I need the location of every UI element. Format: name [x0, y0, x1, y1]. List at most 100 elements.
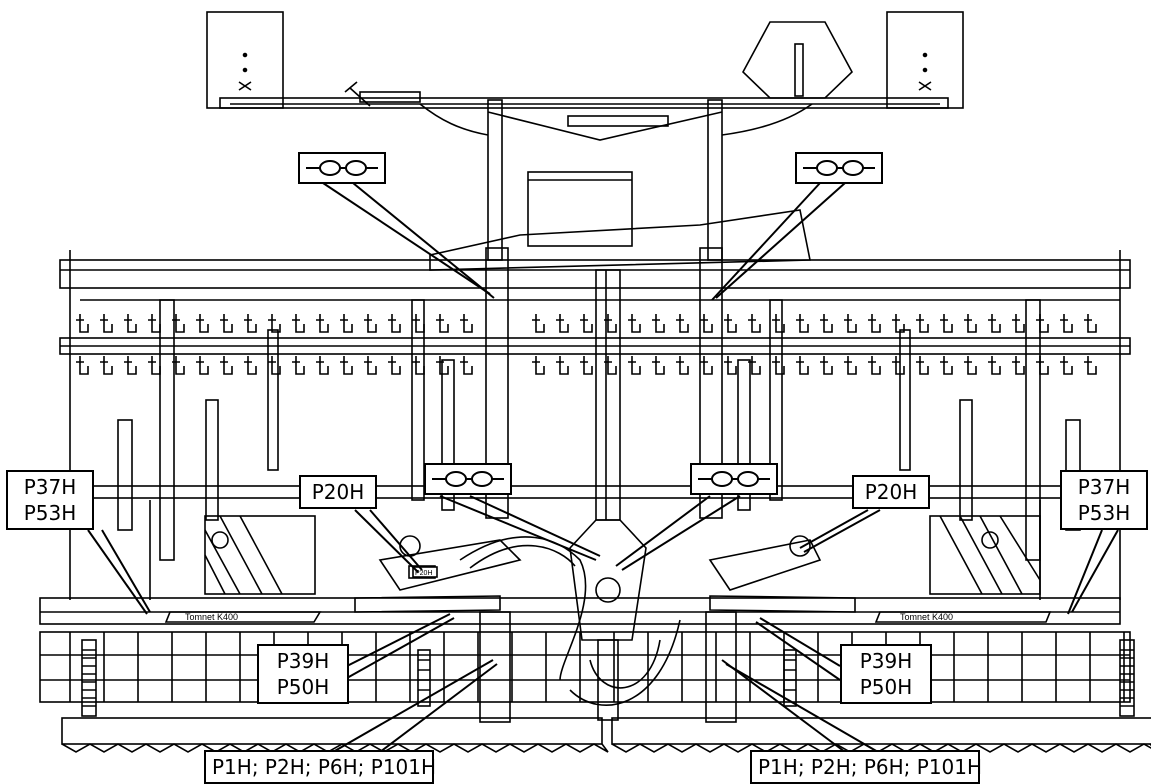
label-right-p50: P50H [859, 675, 913, 699]
label-left-p50: P50H [276, 675, 330, 699]
tine [844, 314, 857, 333]
leader-lines [87, 182, 1119, 753]
tine [1036, 314, 1049, 333]
tine [412, 356, 425, 375]
tine [1012, 356, 1025, 375]
tine [532, 314, 545, 333]
tine [676, 356, 689, 375]
tine [772, 356, 785, 375]
tine [556, 314, 569, 333]
tine [292, 314, 305, 333]
right-transport-board [886, 11, 964, 109]
tine [772, 314, 785, 333]
tine [220, 314, 233, 333]
tine [604, 356, 617, 375]
tine [1084, 356, 1097, 375]
tine [628, 356, 641, 375]
tine [316, 314, 329, 333]
label-right-p39: P39H [859, 649, 913, 673]
tine [868, 356, 881, 375]
brand-left-text: Tomnet K400 [185, 612, 238, 622]
label-bottom-left: P1H; P2H; P6H; P101H [212, 755, 437, 779]
tine [196, 356, 209, 375]
left-transport-board [206, 11, 284, 109]
left-center-spring [417, 649, 431, 707]
callout-left-p20: P20H [299, 475, 377, 509]
tine [1036, 356, 1049, 375]
tine [532, 356, 545, 375]
tine [652, 356, 665, 375]
tine [388, 314, 401, 333]
label-bottom-right: P1H; P2H; P6H; P101H [758, 755, 983, 779]
tine [220, 356, 233, 375]
center-tower [429, 209, 811, 641]
tine [364, 356, 377, 375]
callout-bottom-left-parts: P1H; P2H; P6H; P101H [204, 750, 437, 784]
tine [76, 314, 89, 333]
brand-stripe [164, 611, 1052, 623]
tine [460, 314, 473, 333]
tine [124, 314, 137, 333]
center-tank [527, 171, 633, 247]
tine [964, 314, 977, 333]
tine [652, 314, 665, 333]
label-left-p20: P20H [311, 480, 365, 504]
tine [244, 356, 257, 375]
tine-row-lower [76, 356, 1097, 375]
chain-link-icon [306, 160, 378, 176]
tine [1060, 314, 1073, 333]
tine [580, 356, 593, 375]
label-right-p53: P53H [1077, 501, 1131, 525]
right-leveling-board [611, 717, 1151, 745]
label-right-p20: P20H [864, 480, 918, 504]
right-board-teeth [611, 743, 1151, 753]
callout-bottom-right-parts: P1H; P2H; P6H; P101H [750, 750, 983, 784]
tine [820, 356, 833, 375]
tine [1060, 356, 1073, 375]
tine [628, 314, 641, 333]
tine [940, 356, 953, 375]
tine [100, 314, 113, 333]
tine [796, 356, 809, 375]
callout-left-p37-p53: P37H P53H [6, 470, 94, 530]
tine [244, 314, 257, 333]
tine [892, 356, 905, 375]
tine [724, 356, 737, 375]
tine [148, 314, 161, 333]
tine [316, 356, 329, 375]
tine [988, 356, 1001, 375]
tine [964, 356, 977, 375]
chain-link-icon [432, 471, 504, 487]
left-hazard-panel [204, 515, 316, 595]
tine [412, 314, 425, 333]
top-left-chain-callout [298, 152, 386, 184]
tine [820, 314, 833, 333]
label-left-p39: P39H [276, 649, 330, 673]
tine [1012, 314, 1025, 333]
tine [100, 356, 113, 375]
label-left-p53: P53H [23, 501, 77, 525]
center-warning-sign [742, 21, 853, 99]
callout-right-p37-p53: P37H P53H [1060, 470, 1148, 530]
left-board-teeth [61, 743, 609, 753]
tine [148, 356, 161, 375]
hydraulic-hoses [459, 536, 681, 706]
tine [124, 356, 137, 375]
right-lower-arm [708, 535, 856, 613]
tine [340, 314, 353, 333]
tine [580, 314, 593, 333]
crumbler-frame [39, 631, 1131, 703]
tine [268, 314, 281, 333]
tine [916, 314, 929, 333]
right-spring [1119, 639, 1135, 717]
tine [844, 356, 857, 375]
top-frame [219, 81, 949, 261]
mid-left-chain-callout [424, 463, 512, 495]
brand-right-text: Tomnet K400 [900, 612, 953, 622]
callout-right-p39-p50: P39H P50H [840, 644, 932, 704]
tine [748, 314, 761, 333]
tine [940, 314, 953, 333]
tine [268, 356, 281, 375]
tine [868, 314, 881, 333]
